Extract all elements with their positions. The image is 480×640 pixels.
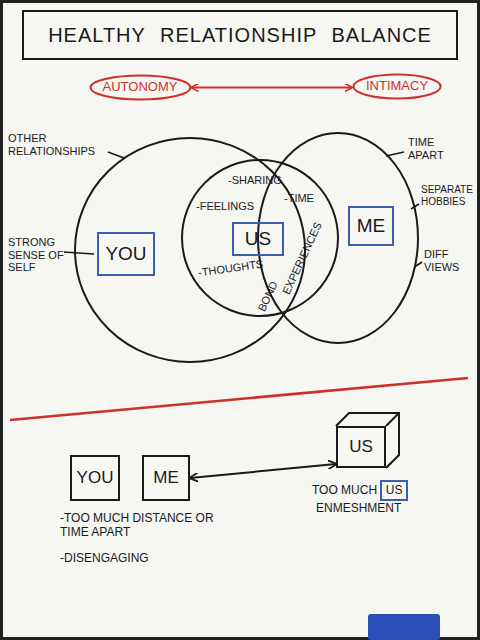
us-circle xyxy=(182,160,338,316)
node-texts: INTIMACY xyxy=(366,79,428,93)
node-texts: US xyxy=(386,484,403,497)
note-label: -THOUGHTS xyxy=(197,258,264,280)
note-label: EXPERIENCES xyxy=(280,220,325,296)
note-label: DIFF VIEWS xyxy=(424,248,468,273)
note-label: TIME APART xyxy=(408,136,458,161)
note-label: ENMESHMENT xyxy=(316,502,401,516)
oval-line xyxy=(353,75,440,99)
node-texts: US xyxy=(245,229,271,250)
me-box: ME xyxy=(142,455,190,501)
note-label: -SHARING xyxy=(228,174,282,187)
oval-line xyxy=(90,76,190,100)
leader-line xyxy=(411,204,419,209)
you-box: YOU xyxy=(70,455,120,501)
leader-line xyxy=(108,152,124,158)
node-texts: YOU xyxy=(105,244,146,265)
leader-line xyxy=(64,252,94,254)
me-box: ME xyxy=(348,206,394,246)
node-texts: ME xyxy=(153,469,179,488)
note-label: BOND xyxy=(256,279,281,313)
you-oval xyxy=(75,138,305,362)
node-texts: ME xyxy=(357,216,386,237)
node-text: INTIMACY xyxy=(366,79,428,93)
node-text: ME xyxy=(357,216,386,237)
node-text: YOU xyxy=(105,244,146,265)
node-text: US xyxy=(245,229,271,250)
autonomy-oval: AUTONOMY xyxy=(89,74,192,101)
note-label: -TIME xyxy=(284,192,314,205)
note-label: -DISENGAGING xyxy=(60,552,149,566)
node-text: ME xyxy=(153,469,179,488)
eraser xyxy=(368,614,440,640)
connector-arrow xyxy=(191,87,352,89)
title-frame: HEALTHY RELATIONSHIP BALANCE xyxy=(22,10,458,60)
node-texts: US xyxy=(349,438,373,457)
node-text: AUTONOMY xyxy=(103,80,178,94)
intimacy-oval: INTIMACY xyxy=(352,73,442,100)
node-text: US xyxy=(349,438,373,457)
connector-arrow xyxy=(190,464,336,478)
title-text: HEALTHY RELATIONSHIP BALANCE xyxy=(48,24,432,47)
you-box: YOU xyxy=(97,232,155,276)
cube-edges xyxy=(336,413,399,468)
note-label: TOO MUCH xyxy=(312,484,377,498)
note-label: OTHER RELATIONSHIPS xyxy=(8,132,118,157)
us-inline-box: US xyxy=(380,480,409,501)
note-label: -FEELINGS xyxy=(196,200,254,213)
note-label: SEPARATE HOBBIES xyxy=(421,184,475,207)
node-texts: AUTONOMY xyxy=(103,80,178,94)
note-label: -TOO MUCH DISTANCE OR TIME APART xyxy=(60,512,240,540)
note-label: STRONG SENSE OF SELF xyxy=(8,236,66,274)
leader-line xyxy=(386,152,404,156)
us-cube: US xyxy=(336,426,386,468)
node-text: YOU xyxy=(77,469,114,488)
leader-line xyxy=(416,262,422,266)
us-box: US xyxy=(232,222,284,256)
node-text: US xyxy=(386,484,403,497)
node-texts: YOU xyxy=(77,469,114,488)
